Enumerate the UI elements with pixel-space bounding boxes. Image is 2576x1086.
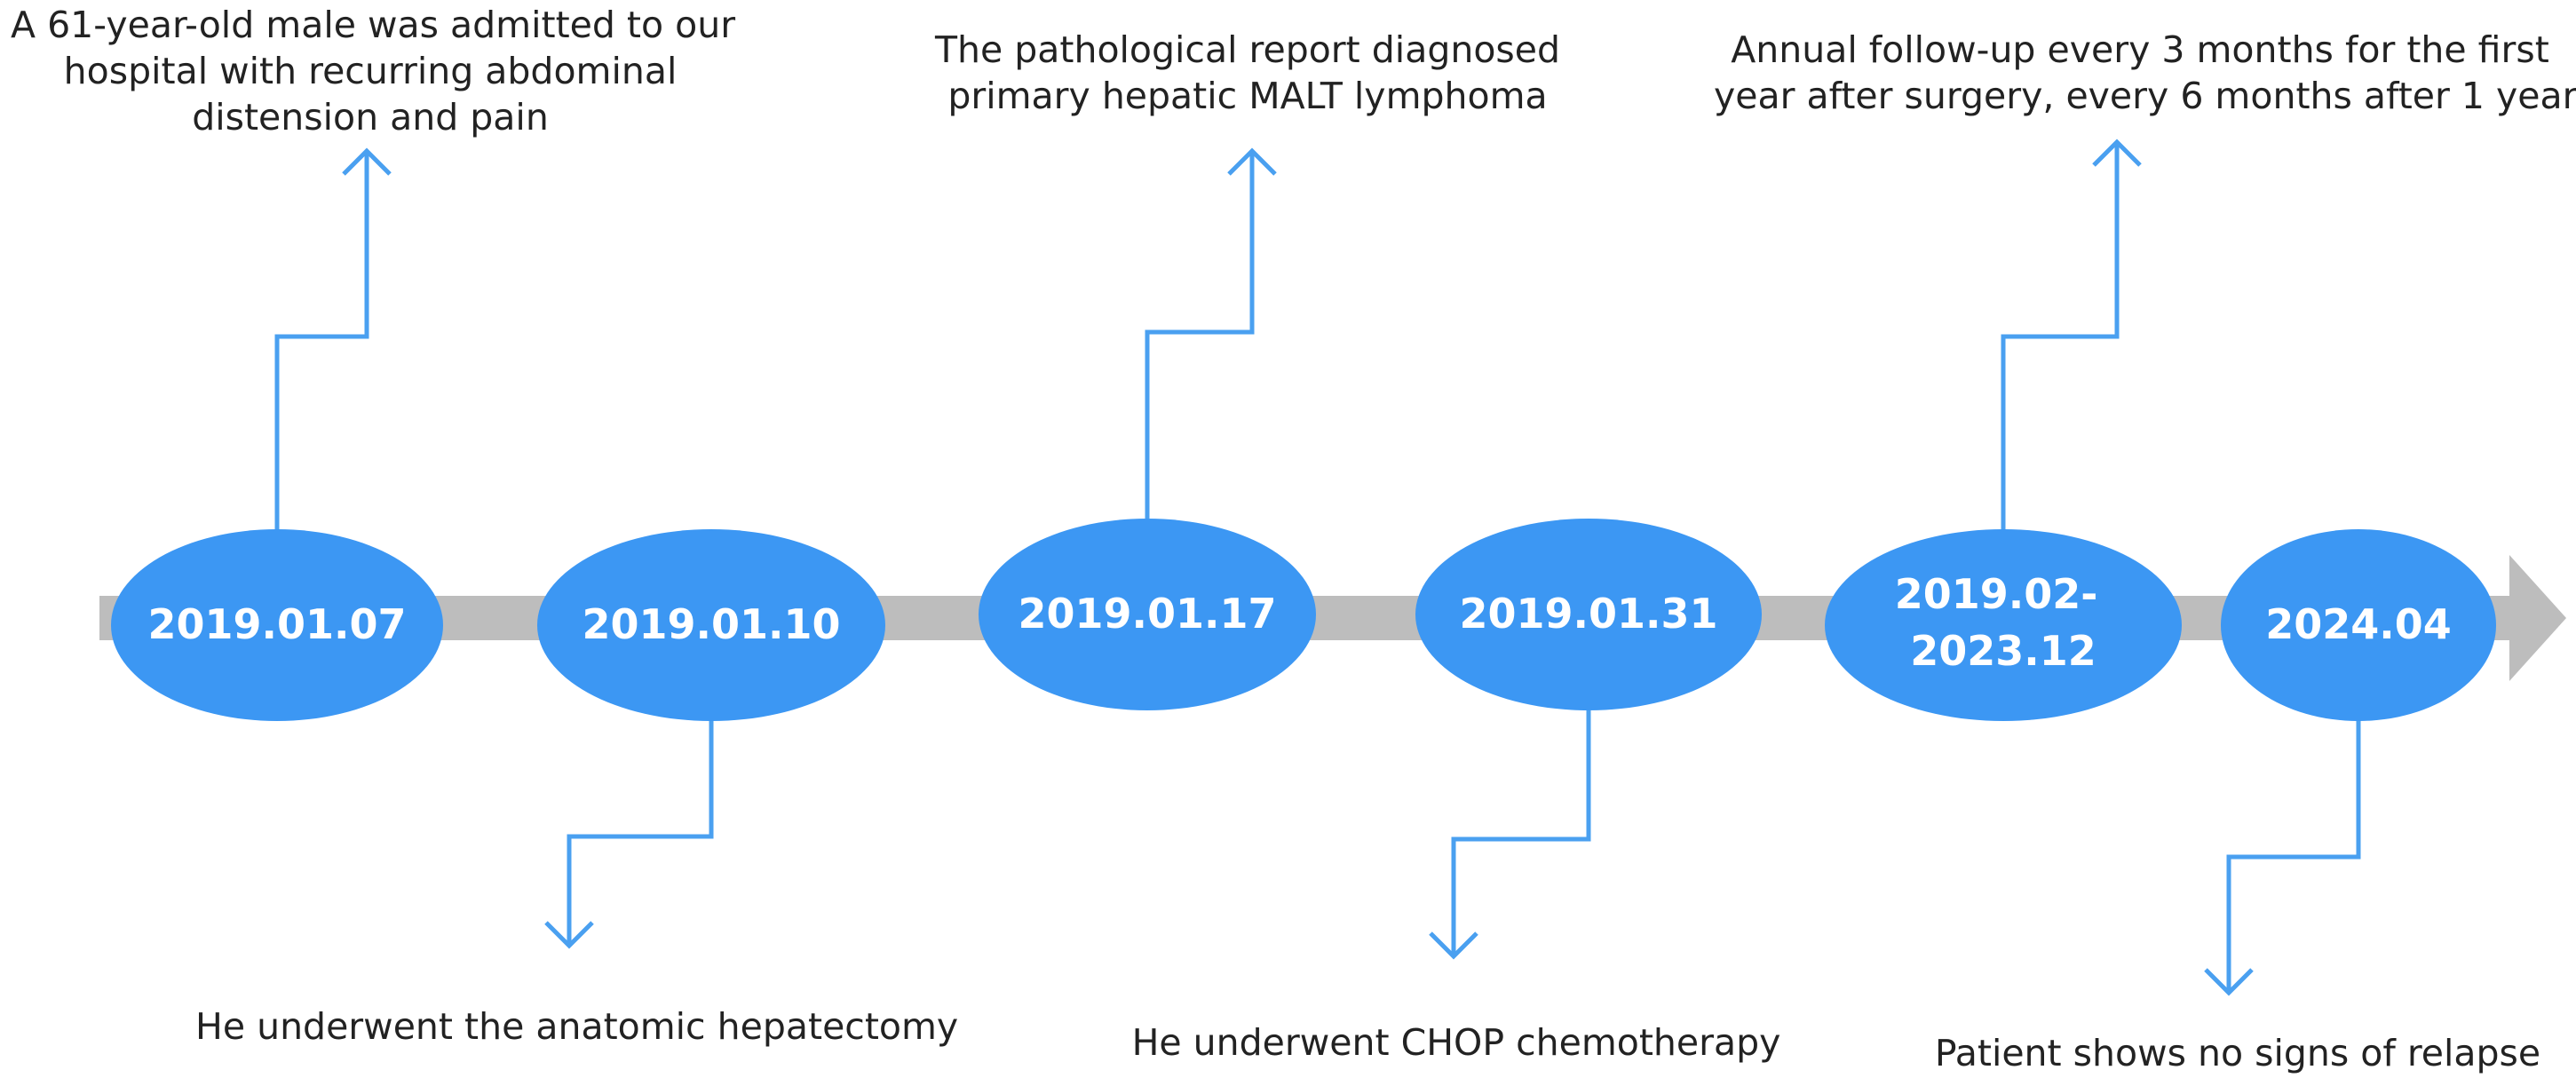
- date-node-event-5: 2019.02- 2023.12: [1825, 529, 2182, 721]
- svg-text:2019.02- 2023.12: 2019.02- 2023.12: [1895, 570, 2112, 675]
- date-node-event-2: 2019.01.10: [537, 529, 885, 721]
- event-description-line: He underwent the anatomic hepatectomy: [195, 1005, 959, 1048]
- connector-arrowhead-event-6: [2204, 968, 2254, 996]
- date-node-ellipse: [1825, 529, 2182, 721]
- svg-text:2019.01.10: 2019.01.10: [582, 600, 840, 648]
- date-node-ellipse: [1415, 519, 1762, 710]
- connector-arrowhead-event-5: [2092, 139, 2142, 167]
- event-description-line: hospital with recurring abdominal: [63, 50, 678, 92]
- timeline-axis: [99, 555, 2566, 681]
- date-node-ellipse: [537, 529, 885, 721]
- connector-line-event-4: [1451, 710, 1591, 956]
- svg-text:2024.04: 2024.04: [2265, 600, 2452, 648]
- date-label-line: 2019.01.07: [147, 600, 406, 648]
- connector-line-event-3: [1145, 151, 1255, 519]
- event-description-6: Patient shows no signs of relapse: [1909, 1030, 2566, 1076]
- connectors: [274, 139, 2361, 996]
- event-description-line: distension and pain: [192, 96, 549, 139]
- connector-arrowhead-event-2: [544, 921, 594, 949]
- date-node-ellipse: [979, 519, 1316, 710]
- event-description-line: primary hepatic MALT lymphoma: [947, 75, 1548, 117]
- svg-text:2019.01.17: 2019.01.17: [1018, 590, 1276, 638]
- event-description-5: Annual follow-up every 3 months for the …: [1714, 27, 2576, 119]
- date-label-line: 2019.01.17: [1018, 590, 1276, 638]
- event-description-1: A 61-year-old male was admitted to our h…: [11, 2, 736, 140]
- event-description-3: The pathological report diagnosed primar…: [919, 27, 1576, 119]
- event-description-line: He underwent CHOP chemotherapy: [1131, 1021, 1781, 1064]
- date-label-line: 2019.02-: [1895, 570, 2098, 618]
- date-node-ellipse: [2221, 529, 2496, 721]
- connector-line-event-6: [2226, 719, 2361, 993]
- connector-line-event-5: [2001, 142, 2120, 531]
- connector-arrowhead-event-3: [1227, 147, 1277, 176]
- date-label-line: 2023.12: [1910, 627, 2096, 675]
- date-nodes: 2019.01.07 2019.01.10 2019.01.17 2019.01…: [111, 519, 2496, 721]
- event-description-line: Annual follow-up every 3 months for the …: [1731, 28, 2549, 71]
- connector-line-event-2: [567, 719, 714, 946]
- date-label-line: 2024.04: [2265, 600, 2452, 648]
- date-label-line: 2019.01.31: [1459, 590, 1717, 638]
- event-description-line: The pathological report diagnosed: [934, 28, 1561, 71]
- event-description-4: He underwent CHOP chemotherapy: [1128, 1019, 1785, 1066]
- event-description-line: year after surgery, every 6 months after…: [1714, 75, 2576, 117]
- event-description-line: A 61-year-old male was admitted to our: [11, 4, 736, 46]
- event-description-2: He underwent the anatomic hepatectomy: [195, 1003, 959, 1050]
- connector-line-event-1: [274, 151, 369, 531]
- date-label-line: 2019.01.10: [582, 600, 840, 648]
- timeline-axis-arrowhead: [2509, 555, 2566, 681]
- event-description-line: Patient shows no signs of relapse: [1934, 1032, 2541, 1074]
- date-node-event-4: 2019.01.31: [1415, 519, 1762, 710]
- date-node-event-3: 2019.01.17: [979, 519, 1316, 710]
- svg-text:2019.01.31: 2019.01.31: [1459, 590, 1717, 638]
- connector-arrowhead-event-1: [342, 147, 392, 176]
- date-node-event-1: 2019.01.07: [111, 529, 443, 721]
- date-node-event-6: 2024.04: [2221, 529, 2496, 721]
- date-node-ellipse: [111, 529, 443, 721]
- connector-arrowhead-event-4: [1429, 931, 1478, 960]
- svg-text:2019.01.07: 2019.01.07: [147, 600, 406, 648]
